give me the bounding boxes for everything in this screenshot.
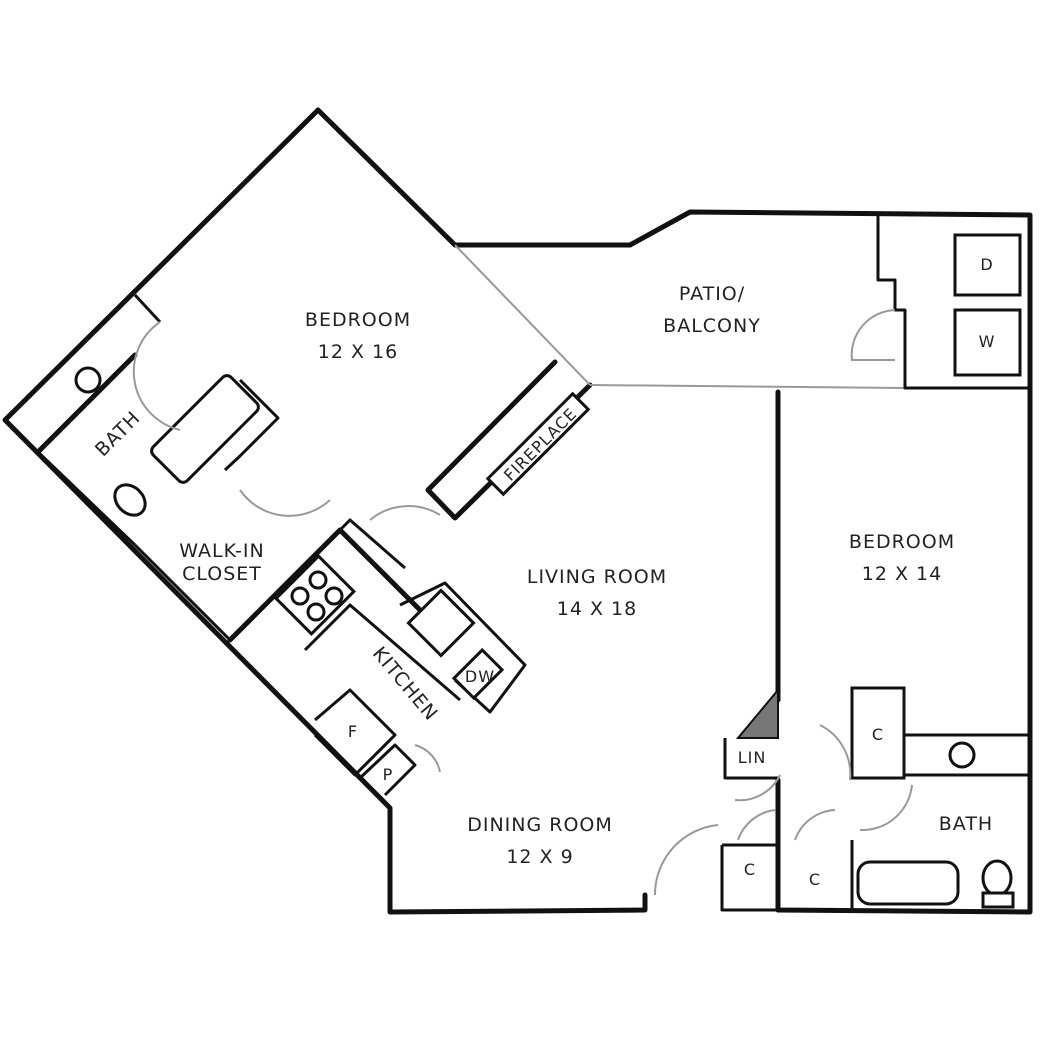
door-bedroom2: [819, 724, 852, 781]
sink-icon: [948, 741, 976, 769]
bedroom1-size: 12 X 16: [318, 341, 398, 363]
washer: [953, 308, 1022, 377]
bedroom2-size: 12 X 14: [862, 563, 942, 585]
closet-c-label: C: [872, 725, 884, 744]
linen-closet: [723, 738, 778, 780]
door-linen: [734, 774, 781, 802]
bathtub-icon: [150, 374, 260, 484]
outer-wall-bedroom-diagonal: [315, 107, 458, 248]
toilet-icon: [113, 483, 147, 517]
door-bedroom1: [369, 505, 441, 521]
dining-size: 12 X 9: [506, 846, 573, 868]
fireplace-wall: [425, 359, 593, 521]
patio-label-2: BALCONY: [663, 315, 761, 337]
living-size: 14 X 18: [557, 598, 637, 620]
dishwasher: [451, 647, 505, 701]
linen-shade: [735, 687, 779, 739]
kitchen-island: [303, 603, 461, 702]
door-closet-c1: [737, 809, 776, 841]
outer-wall-left-wing: [2, 107, 648, 915]
bath1-label: BATH: [91, 407, 145, 461]
door-bath1: [132, 321, 181, 431]
bath1-wall: [133, 293, 162, 324]
patio-label: PATIO/: [679, 283, 745, 305]
door-pantry: [414, 744, 441, 773]
fridge-label: F: [348, 722, 358, 741]
door-closet-c2: [794, 809, 836, 841]
toilet-tank: [981, 891, 1015, 909]
closet-c-label: C: [744, 860, 756, 879]
kitchen-label: KITCHEN: [368, 643, 442, 726]
kitchen-counter: [227, 527, 443, 643]
vanity: [904, 733, 1032, 777]
burner-icon: [324, 586, 344, 606]
bedroom2-label: BEDROOM: [849, 531, 955, 553]
bath2-label: BATH: [939, 813, 993, 835]
pantry-label: P: [383, 765, 394, 784]
dw-counter: [399, 581, 527, 714]
toilet-icon: [981, 859, 1013, 897]
bedroom1-inner-wall: [223, 378, 280, 472]
washer-label: W: [979, 332, 996, 351]
living-label: LIVING ROOM: [527, 566, 667, 588]
sink-icon: [74, 366, 102, 394]
dishwasher-label: DW: [465, 667, 495, 686]
fridge-box: [313, 688, 397, 777]
patio-door: [454, 244, 591, 386]
burner-icon: [306, 602, 326, 622]
burner-icon: [290, 586, 310, 606]
bath1-wall-lower: [36, 450, 137, 547]
pantry-box: [358, 743, 417, 797]
range: [273, 553, 357, 637]
bath1-outer-wall: [35, 352, 138, 455]
patio-edge: [589, 384, 906, 389]
closet-wall: [133, 518, 406, 642]
hall-closets: [720, 843, 780, 912]
door-bath2: [859, 784, 913, 832]
closet-bedroom2: [850, 686, 906, 780]
sink: [406, 588, 476, 658]
burner-icon: [308, 570, 328, 590]
door-entry: [653, 824, 719, 896]
linen-label: LIN: [738, 748, 767, 767]
laundry-door: [850, 309, 896, 361]
dryer-label: D: [980, 255, 993, 274]
fireplace-label: FIREPLACE: [500, 404, 581, 485]
door-closet: [239, 489, 331, 517]
bathtub-icon: [856, 860, 960, 906]
closet-c-label: C: [809, 870, 821, 889]
closet-label: WALK-IN: [179, 540, 264, 562]
closet-label-2: CLOSET: [182, 563, 262, 585]
bedroom1-label: BEDROOM: [305, 309, 411, 331]
fireplace-hearth: [485, 391, 591, 497]
dryer: [953, 233, 1022, 297]
dining-label: DINING ROOM: [467, 814, 613, 836]
